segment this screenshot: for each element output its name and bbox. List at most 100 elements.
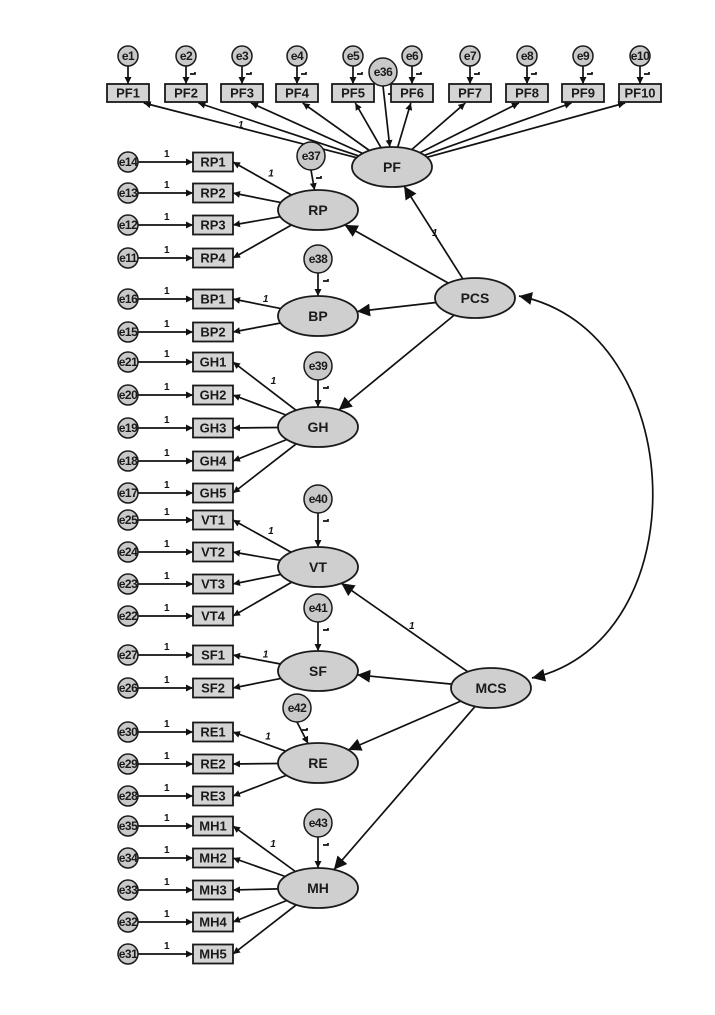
indicator-label: BP2 [200, 325, 225, 340]
error-circle [117, 911, 139, 933]
indicator-vt2: VT2 [192, 541, 234, 563]
error-e19: e19 [117, 417, 139, 439]
latent-label: SF [309, 663, 327, 679]
indicator-label: PF6 [400, 86, 424, 101]
path-arrow-pcs-rp [344, 224, 449, 284]
error-e10: e10 [629, 45, 651, 67]
loading-arrow-vt3 [232, 573, 282, 587]
error-e39: e39 [303, 351, 333, 381]
error-e23: e23 [117, 573, 139, 595]
error-label: e13 [119, 186, 138, 200]
error-label: e40 [309, 492, 328, 506]
loading-arrow-mh5 [232, 904, 297, 955]
error-circle [117, 482, 139, 504]
error-circle [231, 45, 253, 67]
disturbance-arrow-rp [309, 169, 317, 191]
indicator-label: VT1 [201, 513, 225, 528]
error-circle [117, 151, 139, 173]
error-weight-gh3: 1 [164, 415, 170, 426]
indicator-bp2: BP2 [192, 321, 234, 343]
indicator-rp3: RP3 [192, 214, 234, 236]
disturbance-arrow-re [296, 721, 309, 744]
error-e36: e36 [368, 57, 398, 87]
loading-weight-gh1: 1 [271, 376, 277, 387]
latent-bp: BP [277, 295, 359, 337]
disturbance-weight-tick [323, 519, 329, 522]
path-arrow-pcs-gh [338, 314, 455, 411]
indicator-label: MH4 [199, 915, 227, 930]
disturbance-weight-tick [323, 843, 329, 846]
error-weight-tick [416, 72, 422, 75]
indicator-rp4: RP4 [192, 247, 234, 269]
loading-arrow-sf2 [232, 677, 282, 691]
loading-arrow-pf3 [250, 102, 363, 155]
loading-weight-mh1: 1 [270, 839, 276, 850]
error-e26: e26 [117, 677, 139, 699]
error-weight-re1: 1 [164, 719, 170, 730]
latent-rp: RP [277, 189, 359, 231]
indicator-mh2: MH2 [192, 847, 234, 869]
indicator-re3: RE3 [192, 785, 234, 807]
indicator-rect [192, 351, 234, 373]
latent-label: VT [309, 559, 327, 575]
indicator-label: GH1 [200, 355, 227, 370]
indicator-label: MH2 [199, 851, 226, 866]
indicator-label: PF2 [174, 86, 198, 101]
error-circle [117, 450, 139, 472]
error-label: e18 [119, 454, 138, 468]
error-label: e29 [119, 757, 138, 771]
error-label: e1 [122, 49, 135, 63]
error-label: e41 [309, 601, 328, 615]
error-e21: e21 [117, 351, 139, 373]
error-label: e28 [119, 789, 138, 803]
error-label: e19 [119, 421, 138, 435]
disturbance-weight-tick [323, 279, 329, 282]
error-e15: e15 [117, 321, 139, 343]
indicator-label: PF1 [116, 86, 140, 101]
indicator-rect [220, 83, 264, 103]
indicator-bp1: BP1 [192, 288, 234, 310]
error-circle [303, 593, 333, 623]
indicator-rect [192, 482, 234, 504]
error-e35: e35 [117, 815, 139, 837]
indicator-rect [192, 321, 234, 343]
indicator-vt1: VT1 [192, 509, 234, 531]
error-label: e16 [119, 292, 138, 306]
indicator-label: SF1 [201, 648, 225, 663]
error-circle [117, 847, 139, 869]
indicator-re1: RE1 [192, 721, 234, 743]
error-weight-tick [474, 72, 480, 75]
covariance-pcs-mcs [518, 292, 654, 682]
indicator-label: RE1 [200, 725, 225, 740]
error-e31: e31 [117, 943, 139, 965]
error-weight-tick [246, 72, 252, 75]
error-label: e3 [236, 49, 249, 63]
error-weight-gh5: 1 [164, 480, 170, 491]
indicator-vt4: VT4 [192, 605, 234, 627]
indicator-label: MH3 [199, 883, 226, 898]
error-weight-gh4: 1 [164, 448, 170, 459]
indicator-rect [192, 847, 234, 869]
indicator-rect [561, 83, 605, 103]
loading-arrow-rp4 [232, 224, 292, 259]
latent-sf: SF [277, 650, 359, 692]
indicator-label: SF2 [201, 681, 225, 696]
indicator-rect [192, 509, 234, 531]
error-weight-tick [644, 72, 650, 75]
error-weight-bp2: 1 [164, 319, 170, 330]
indicator-rect [192, 911, 234, 933]
error-circle [117, 644, 139, 666]
error-e32: e32 [117, 911, 139, 933]
loading-arrow-re3 [232, 774, 287, 797]
error-label: e24 [119, 545, 138, 559]
latent-gh: GH [277, 406, 359, 448]
error-label: e42 [288, 701, 307, 715]
loading-weight-sf1: 1 [263, 650, 269, 661]
indicator-label: GH4 [200, 454, 228, 469]
error-label: e25 [119, 513, 138, 527]
error-e42: e42 [282, 693, 312, 723]
indicator-label: PF8 [515, 86, 539, 101]
loading-arrow-vt2 [232, 549, 281, 562]
error-label: e23 [119, 577, 138, 591]
